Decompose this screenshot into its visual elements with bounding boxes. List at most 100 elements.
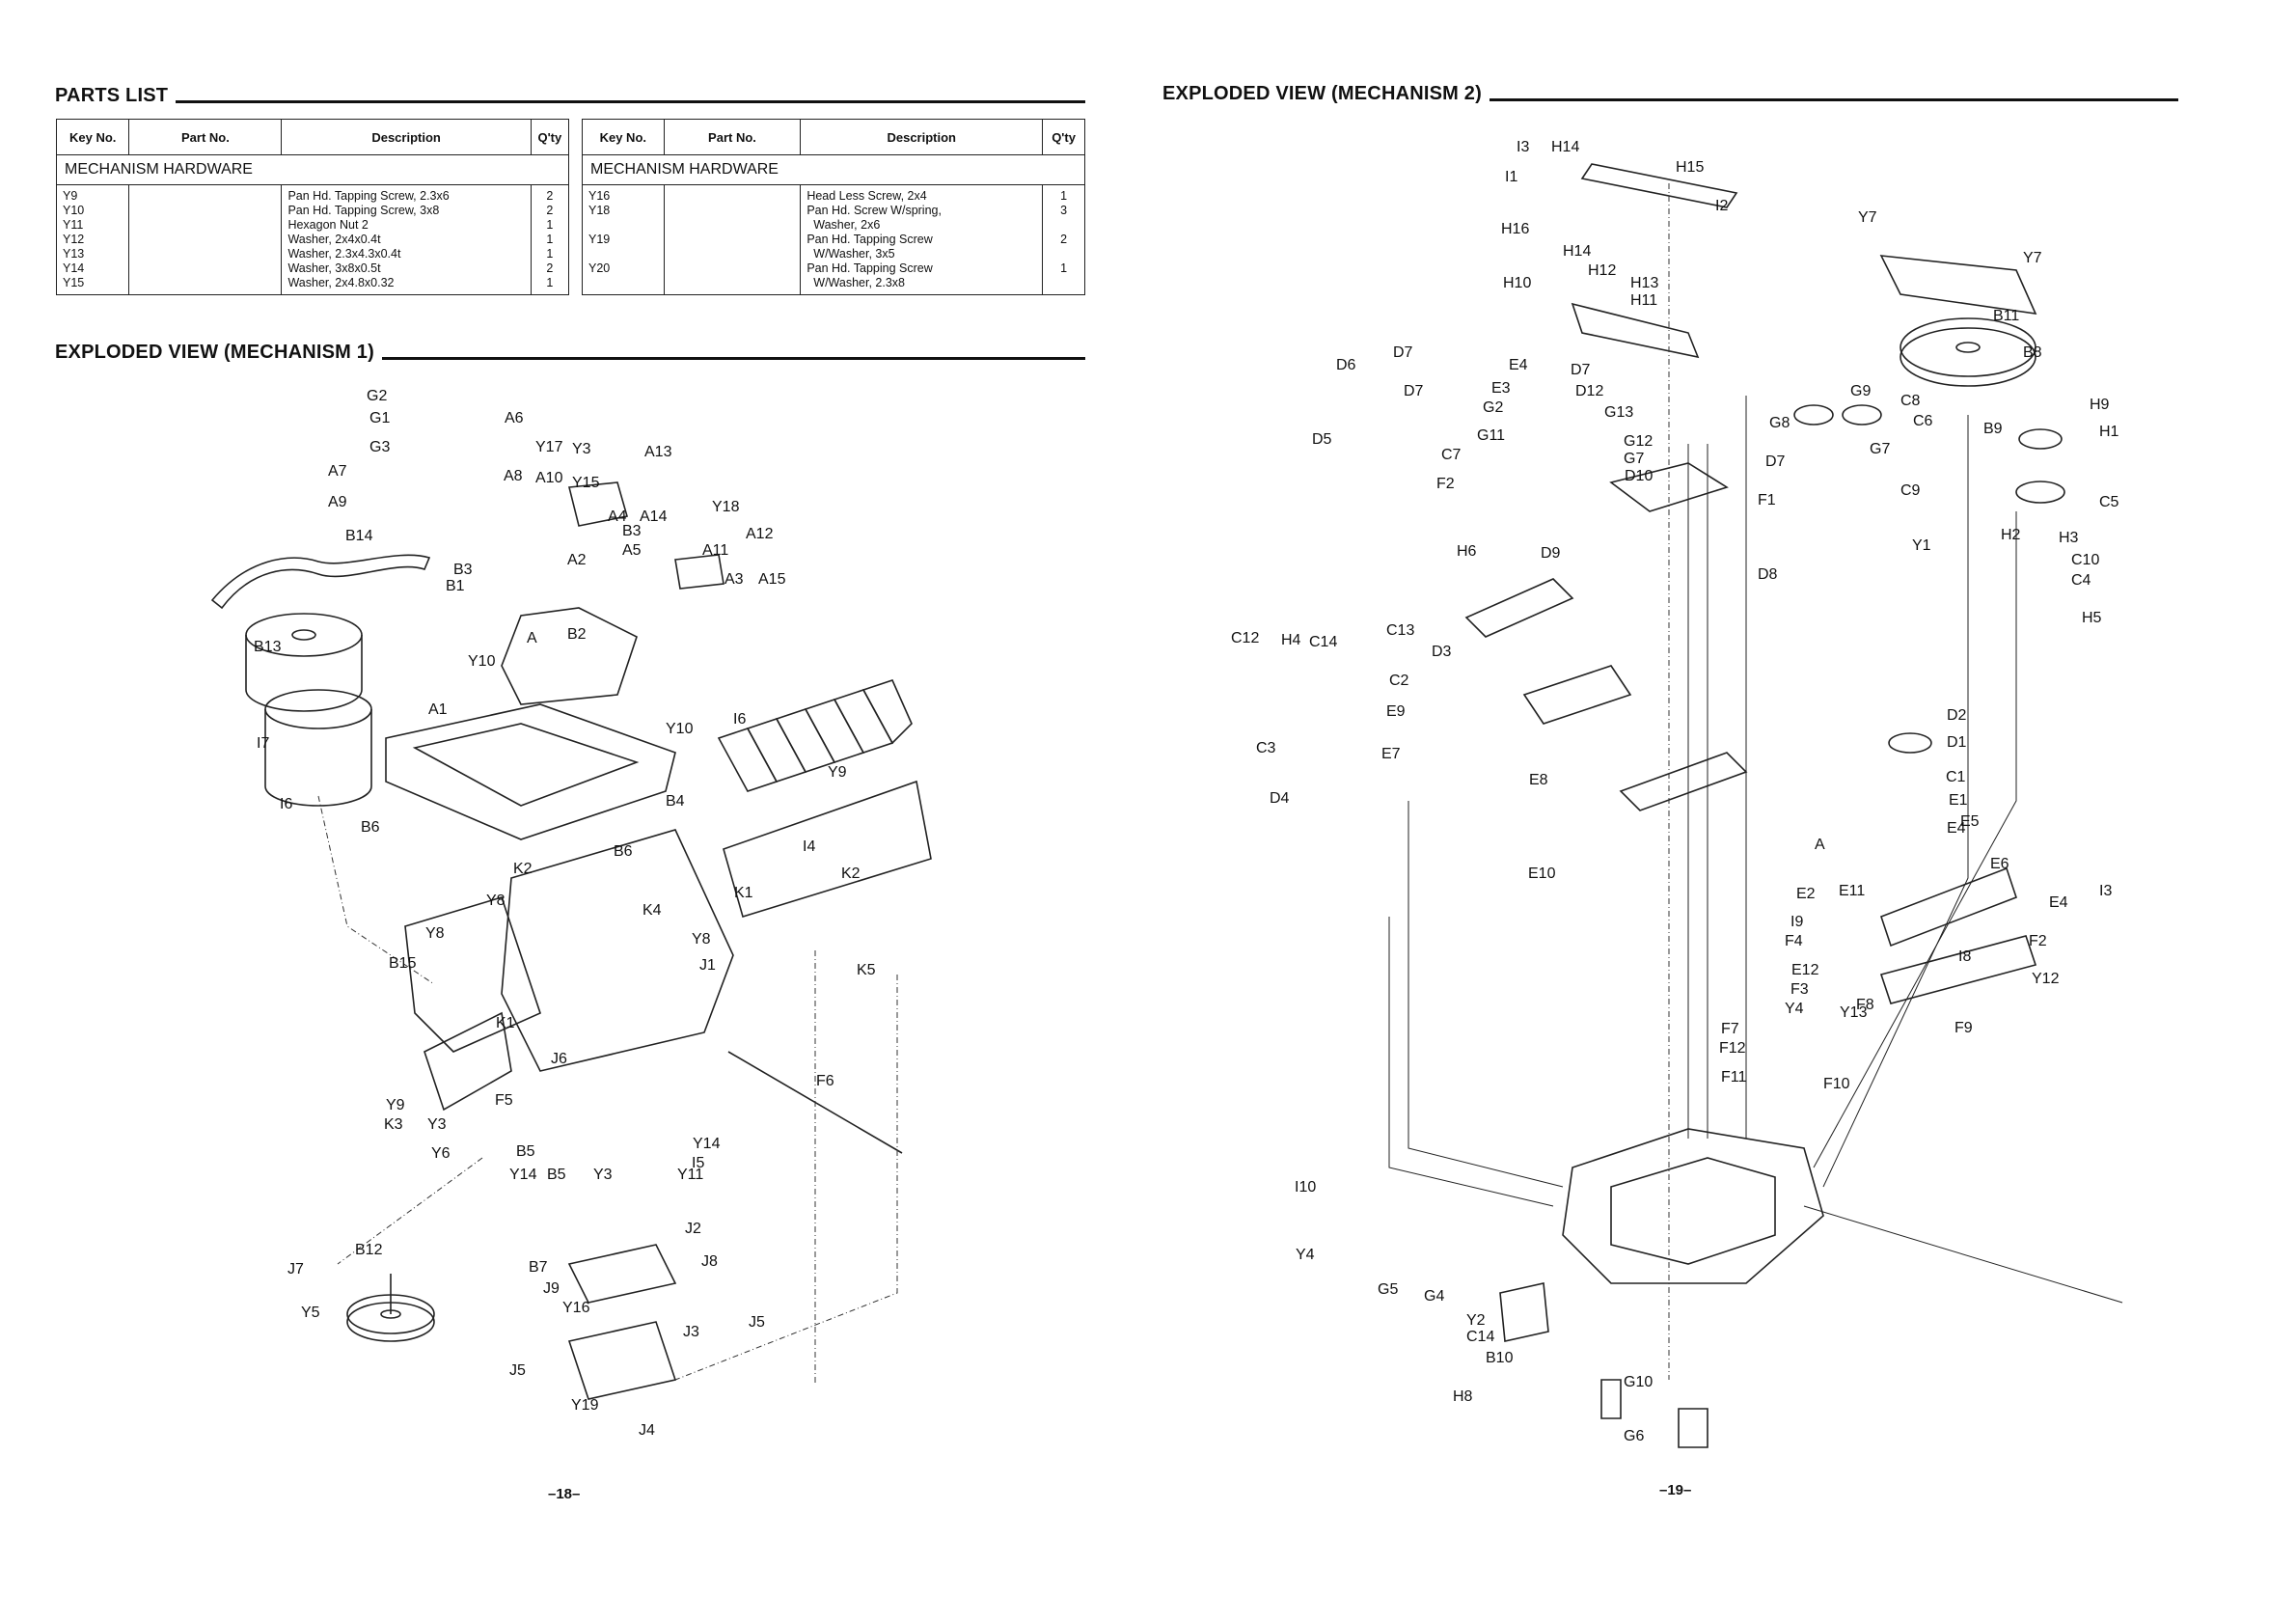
mech2-callout-label: F12 — [1719, 1040, 1746, 1057]
mech1-callout-label: B2 — [567, 626, 587, 643]
mech2-callout-label: H4 — [1281, 632, 1301, 648]
mech1-callout-label: Y14 — [509, 1167, 537, 1183]
mech2-callout-label: H10 — [1503, 275, 1531, 291]
mech1-callout-label: I4 — [803, 838, 815, 855]
mech1-callout-label: J9 — [543, 1280, 560, 1297]
page-18: PARTS LIST Key No. Part No. Description … — [0, 85, 1085, 1502]
mech2-callout-label: G7 — [1624, 451, 1644, 467]
mech2-callout-label: D7 — [1404, 383, 1424, 399]
mech2-callout-label: G13 — [1604, 404, 1633, 421]
mech2-callout-label: C5 — [2099, 494, 2119, 510]
mech1-callout-label: K3 — [384, 1116, 403, 1133]
exploded-view-1-title: EXPLODED VIEW (MECHANISM 1) — [55, 342, 374, 363]
mech1-callout-label: A15 — [758, 571, 786, 588]
mech1-callout-label: G1 — [369, 410, 390, 426]
header-qty: Q'ty — [530, 119, 570, 155]
mech2-callout-label: H11 — [1630, 292, 1657, 309]
mech2-callout-label: C6 — [1913, 413, 1933, 429]
mech1-callout-label: J3 — [683, 1324, 699, 1340]
mech1-callout-label: Y14 — [693, 1136, 721, 1152]
mech1-callout-label: Y11 — [677, 1167, 703, 1183]
parts-table-right: Key No. Part No. Description Q'ty MECHAN… — [582, 119, 1085, 295]
partno-column — [128, 184, 283, 295]
mech2-callout-label: C7 — [1441, 447, 1462, 463]
mech1-callout-label: Y9 — [386, 1097, 405, 1113]
mech1-callout-label: A6 — [505, 410, 524, 426]
mech2-callout-label: D8 — [1758, 566, 1778, 583]
mech1-callout-label: A7 — [328, 463, 347, 480]
mech2-callout-label: F8 — [1856, 997, 1874, 1013]
group-label: MECHANISM HARDWARE — [56, 154, 569, 185]
mech2-callout-label: G5 — [1378, 1281, 1398, 1298]
mech2-callout-label: E12 — [1791, 962, 1819, 978]
exploded-view-1-heading: EXPLODED VIEW (MECHANISM 1) — [55, 342, 1085, 364]
mech2-callout-label: C3 — [1256, 740, 1276, 756]
mech2-callout-label: I1 — [1505, 169, 1517, 185]
mech2-callout-label: E1 — [1949, 792, 1968, 809]
mech2-callout-label: F2 — [2029, 933, 2047, 949]
mech2-callout-label: C13 — [1386, 622, 1414, 639]
mech2-callout-label: H1 — [2099, 424, 2119, 440]
mech2-callout-label: I3 — [2099, 883, 2112, 899]
header-qty: Q'ty — [1042, 119, 1085, 155]
mech2-callout-label: E3 — [1491, 380, 1511, 397]
mech1-callout-label: I6 — [733, 711, 746, 728]
mech2-callout-label: D1 — [1947, 734, 1967, 751]
heading-rule — [381, 357, 1085, 360]
mech2-callout-label: G12 — [1624, 433, 1653, 450]
mech1-callout-label: Y17 — [535, 439, 563, 455]
mech2-callout-label: D7 — [1765, 453, 1786, 470]
page-number-19: –19– — [1659, 1482, 1692, 1498]
mech1-callout-label: Y15 — [572, 475, 600, 491]
mech2-callout-label: C12 — [1231, 630, 1259, 646]
mech1-callout-label: B3 — [622, 523, 642, 539]
mech2-callout-label: I10 — [1295, 1179, 1316, 1195]
mech2-callout-label: Y1 — [1912, 537, 1931, 554]
mech2-callout-label: H8 — [1453, 1388, 1473, 1405]
mech1-callout-label: Y3 — [427, 1116, 447, 1133]
mech1-callout-label: J6 — [551, 1051, 567, 1067]
mech2-callout-label: F7 — [1721, 1021, 1739, 1037]
mech2-callout-label: H16 — [1501, 221, 1529, 237]
mech1-callout-label: B5 — [547, 1167, 566, 1183]
page-number-18: –18– — [548, 1486, 581, 1502]
mech2-callout-label: Y4 — [1785, 1001, 1804, 1017]
mech2-callout-label: I9 — [1790, 914, 1803, 930]
exploded-view-2-title: EXPLODED VIEW (MECHANISM 2) — [1162, 83, 1482, 104]
mech1-callout-label: Y9 — [828, 764, 847, 781]
mech2-callout-label: E2 — [1796, 886, 1816, 902]
mech2-callout-label: Y4 — [1296, 1247, 1315, 1263]
mech1-callout-label: F5 — [495, 1092, 513, 1109]
header-key-no: Key No. — [55, 119, 130, 155]
mech2-callout-label: G8 — [1769, 415, 1790, 431]
mech2-callout-label: F2 — [1436, 476, 1455, 492]
mech1-callout-label: Y5 — [301, 1305, 320, 1321]
mech1-callout-label: A12 — [746, 526, 774, 542]
mech2-callout-label: H6 — [1457, 543, 1477, 560]
parts-list-heading: PARTS LIST — [55, 85, 1085, 107]
mech2-callout-label: Y7 — [1858, 209, 1877, 226]
header-part-no: Part No. — [663, 119, 802, 155]
mech2-callout-label: Y13 — [1840, 1004, 1868, 1021]
mech1-callout-label: B14 — [345, 528, 373, 544]
mech2-callout-label: E5 — [1960, 813, 1980, 830]
mech2-callout-label: E10 — [1528, 865, 1556, 882]
table-header-row: Key No. Part No. Description Q'ty — [55, 119, 570, 155]
qty-column: 2 2 1 1 1 2 1 — [530, 184, 570, 295]
table-row: Y9 Y10 Y11 Y12 Y13 Y14 Y15 Pan Hd. Tappi… — [55, 184, 570, 295]
mech2-callout-label: H5 — [2082, 610, 2102, 626]
key-column: Y16 Y18 Y19 Y20 — [582, 184, 665, 295]
mech2-callout-label: I3 — [1517, 139, 1529, 155]
mech2-callout-label: F9 — [1954, 1020, 1973, 1036]
mech2-callout-label: E8 — [1529, 772, 1548, 788]
group-row: MECHANISM HARDWARE — [582, 154, 1085, 185]
mech1-callout-label: F6 — [816, 1073, 834, 1089]
mech2-callout-label: E7 — [1381, 746, 1401, 762]
mech1-callout-label: B12 — [355, 1242, 383, 1258]
parts-table-left: Key No. Part No. Description Q'ty MECHAN… — [55, 119, 570, 295]
mech1-callout-label: K5 — [857, 962, 876, 978]
mech1-callout-label: A — [527, 630, 537, 646]
header-part-no: Part No. — [128, 119, 283, 155]
mech1-callout-label: B4 — [666, 793, 685, 810]
mech2-callout-label: Y7 — [2023, 250, 2042, 266]
